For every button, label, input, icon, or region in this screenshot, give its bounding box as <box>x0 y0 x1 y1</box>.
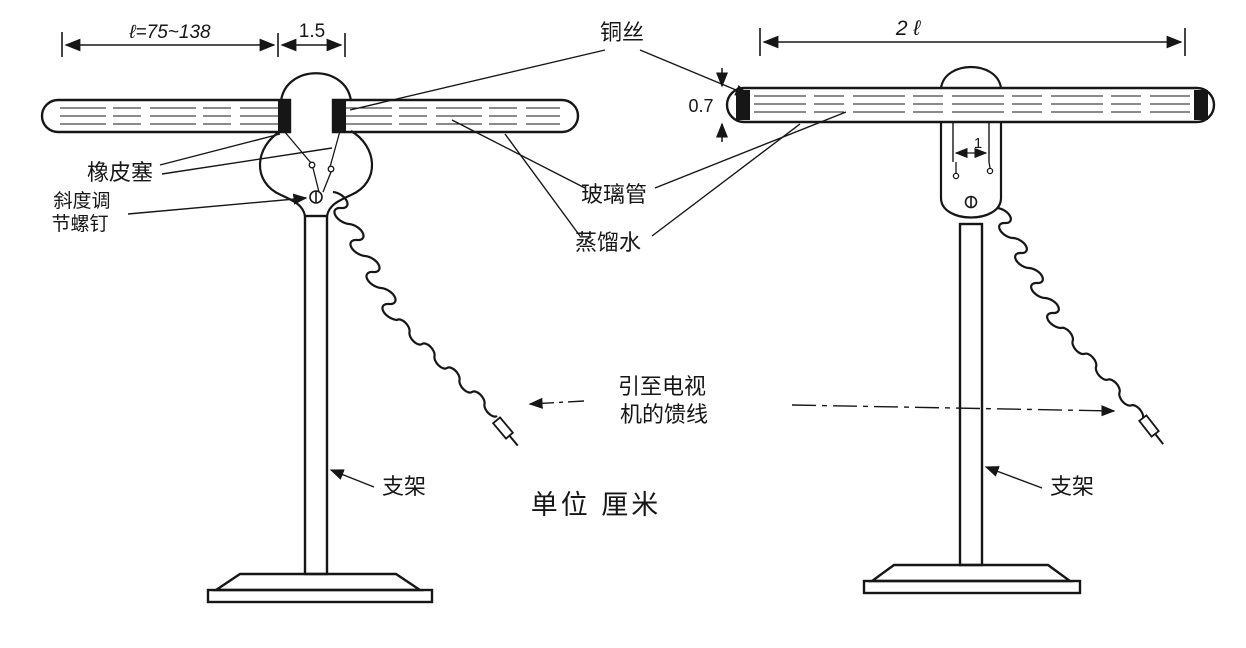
label-feeder-1: 引至电视 <box>618 374 706 399</box>
dim-length-left: ℓ=75~138 <box>128 22 211 43</box>
feeder-cables <box>332 190 1164 447</box>
dimension-left-group <box>61 32 346 57</box>
label-tilt-screw-1: 斜度调 <box>53 190 110 212</box>
copper-cap-right <box>1194 90 1208 120</box>
label-copper-wire: 铜丝 <box>600 20 644 45</box>
base-left <box>212 572 424 592</box>
label-unit: 单位 厘米 <box>531 490 662 520</box>
label-stand-left: 支架 <box>382 474 426 499</box>
pole-right <box>958 222 984 567</box>
copper-cap-left <box>736 90 750 120</box>
cable-connector-right <box>1138 414 1164 445</box>
label-distilled-water: 蒸馏水 <box>575 230 641 255</box>
dim-length-right: 2 ℓ <box>895 17 922 40</box>
pole-left <box>303 214 329 576</box>
leader-lines <box>127 49 1116 489</box>
feeder-cable-right <box>996 206 1145 419</box>
base-right <box>868 563 1074 583</box>
tilt-screw <box>309 190 323 204</box>
right-antenna <box>725 66 1216 595</box>
tilt-screw-right <box>964 195 978 209</box>
wire-terminals-right <box>952 161 994 180</box>
left-antenna <box>40 72 580 604</box>
label-tilt-screw-2: 节螺钉 <box>51 213 108 235</box>
label-rubber-stopper: 橡皮塞 <box>87 160 153 185</box>
cable-connector-left <box>491 416 519 447</box>
water-hatch-left <box>60 107 560 125</box>
label-feeder-2: 机的馈线 <box>620 402 708 427</box>
dimension-right-group <box>759 28 1186 56</box>
feeder-cable-left <box>332 190 498 418</box>
dim-diameter: 0.7 <box>688 96 713 116</box>
dim-gap: 1.5 <box>299 21 325 42</box>
wire-terminals-left <box>283 130 341 193</box>
water-hatch-right <box>754 95 1190 113</box>
rubber-stopper-right <box>334 101 346 131</box>
label-stand-right: 支架 <box>1050 474 1094 499</box>
rubber-stopper-left <box>278 101 290 131</box>
label-glass-tube: 玻璃管 <box>581 182 647 207</box>
dim-neck: 1 <box>974 135 982 152</box>
